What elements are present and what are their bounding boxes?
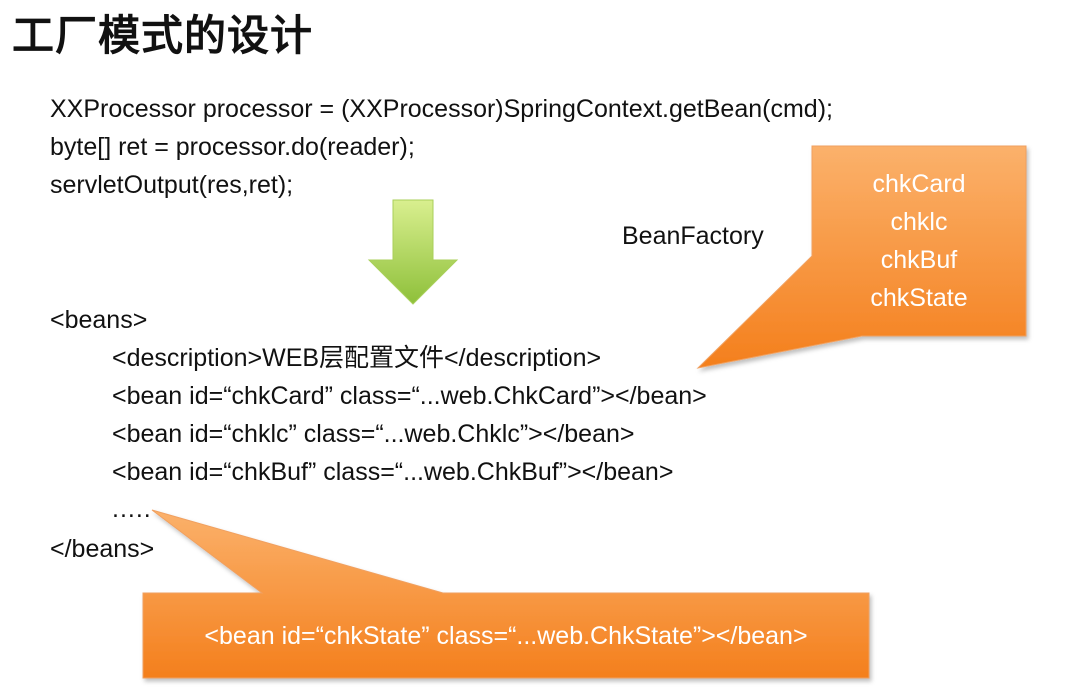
callout-bean-list: chkCard chklc chkBuf chkState xyxy=(812,165,1026,317)
bean-factory-label: BeanFactory xyxy=(622,222,764,250)
callout-bean-chkcard: chkCard xyxy=(872,170,966,198)
callout-bottom xyxy=(142,509,870,679)
slide-title: 工厂模式的设计 xyxy=(12,11,314,60)
callout-bean-chklc: chklc xyxy=(890,208,948,236)
callout-bean-chkstate: chkState xyxy=(870,284,968,312)
code-line-servlet-output: servletOutput(res,ret); xyxy=(50,171,294,199)
down-arrow-icon xyxy=(367,199,459,305)
xml-beans-close: </beans> xyxy=(50,535,155,563)
xml-bean-chklc: <bean id=“chklc” class=“...web.Chklc”></… xyxy=(112,420,635,448)
callout-new-bean: <bean id=“chkState” class=“...web.ChkSta… xyxy=(204,622,808,650)
callout-bean-chkbuf: chkBuf xyxy=(880,246,958,274)
xml-description: <description>WEB层配置文件</description> xyxy=(112,344,602,372)
xml-ellipsis: ..... xyxy=(112,495,152,523)
code-line-processor-do: byte[] ret = processor.do(reader); xyxy=(50,133,415,161)
xml-bean-chkcard: <bean id=“chkCard” class=“...web.ChkCard… xyxy=(112,382,707,410)
callout-top-right xyxy=(696,145,1027,369)
xml-beans-open: <beans> xyxy=(50,306,148,334)
code-line-get-bean: XXProcessor processor = (XXProcessor)Spr… xyxy=(50,95,833,123)
xml-bean-chkbuf: <bean id=“chkBuf” class=“...web.ChkBuf”>… xyxy=(112,458,674,486)
